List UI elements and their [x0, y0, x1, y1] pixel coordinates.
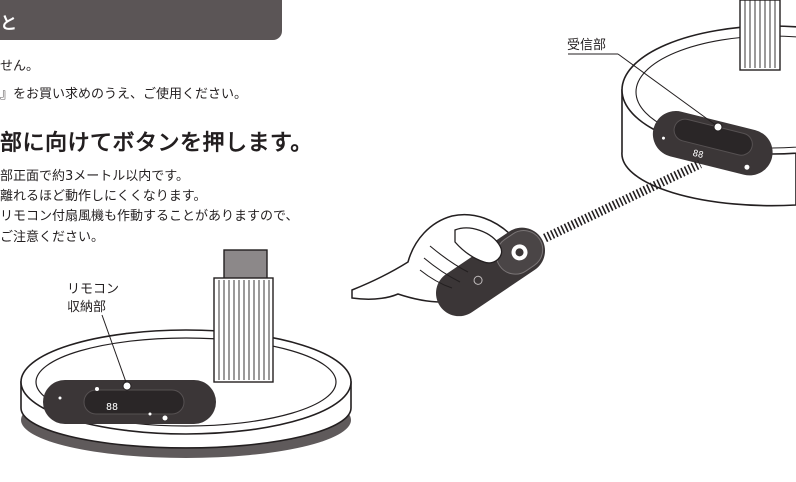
- panel-display-digits-right: 88: [691, 149, 704, 161]
- signal-beam: [543, 159, 702, 243]
- storage-label-line1: リモコン: [67, 282, 120, 297]
- bullet-line-3: リモコン付扇風機も作動することがありますので、: [0, 209, 299, 224]
- bullet-line-1: 部正面で約3メートル以内です。: [0, 169, 189, 184]
- receiver-leader: [568, 53, 723, 132]
- panel-display-digits: 88: [106, 402, 118, 413]
- hand-with-remote: [351, 213, 546, 317]
- fan-pole-right: [739, 0, 781, 71]
- storage-leader: [101, 314, 132, 391]
- note-line-1: せん。: [0, 59, 40, 74]
- bullet-line-2: 離れるほど動作しにくくなります。: [0, 189, 207, 204]
- note-line-2: 』をお買い求めのうえ、ご使用ください。: [0, 87, 248, 102]
- section-header-bar: と: [0, 0, 282, 40]
- fan-pole-left: [213, 249, 274, 383]
- instruction-heading: 部に向けてボタンを押します。: [0, 131, 313, 156]
- storage-label-line2: 収納部: [67, 300, 107, 315]
- bullet-line-4: ご注意ください。: [0, 230, 105, 245]
- receiver-label: 受信部: [567, 38, 607, 53]
- control-panel-left: 88: [43, 380, 216, 424]
- section-title: と: [0, 14, 17, 34]
